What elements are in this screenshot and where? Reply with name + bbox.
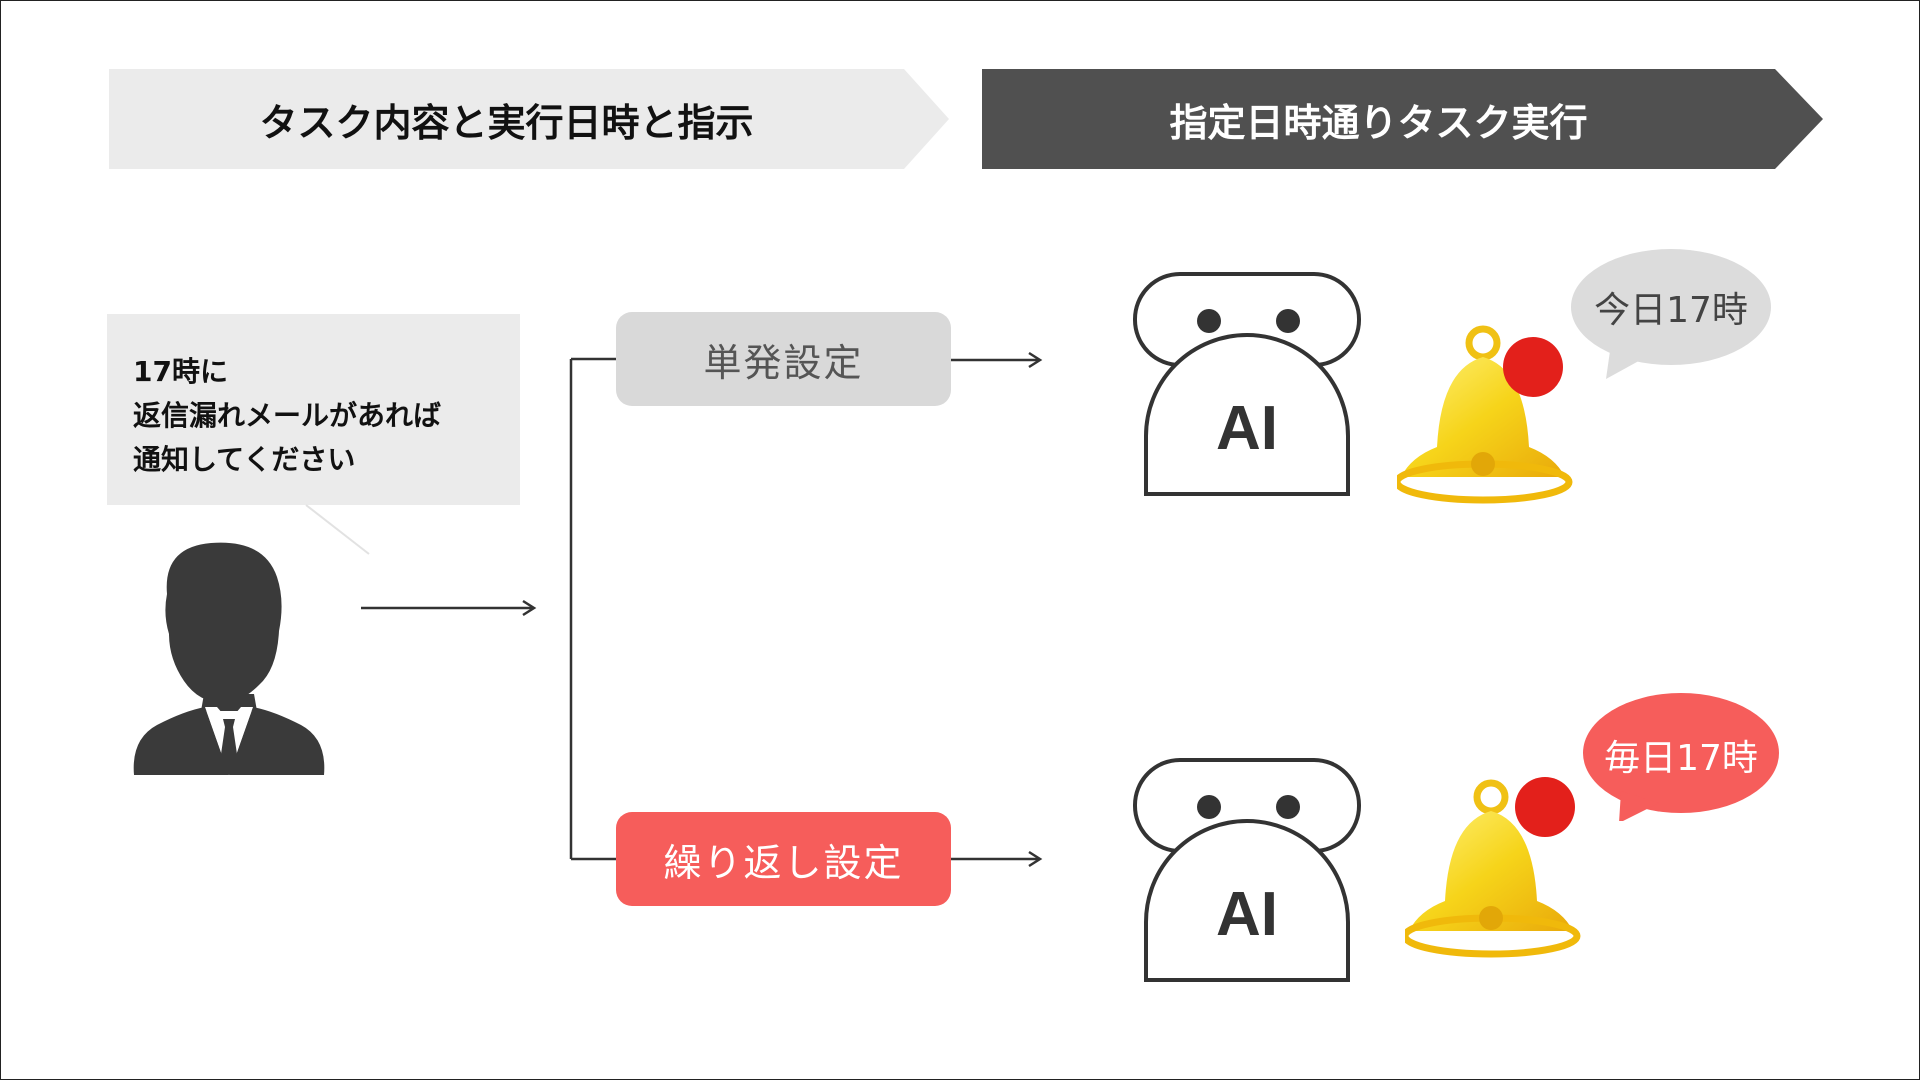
request-line-2: 返信漏れメールがあれば xyxy=(133,399,442,432)
request-bubble: 17時に 返信漏れメールがあれば 通知してください xyxy=(107,314,520,505)
step-1-banner: タスク内容と実行日時と指示 xyxy=(109,69,949,169)
single-setting-label: 単発設定 xyxy=(703,340,864,385)
robot-single: AI xyxy=(1129,271,1365,501)
notification-dot-icon xyxy=(1515,777,1575,837)
single-arrow-icon xyxy=(951,351,1043,369)
robot-icon xyxy=(1133,272,1361,496)
bell-icon xyxy=(1397,325,1573,504)
repeat-setting-pill: 繰り返し設定 xyxy=(616,812,951,906)
repeat-arrow-icon xyxy=(951,850,1043,868)
bubble-tail xyxy=(305,504,370,555)
step-2-banner: 指定日時通りタスク実行 xyxy=(982,69,1823,169)
notification-dot-icon xyxy=(1503,337,1563,397)
step-1-label: タスク内容と実行日時と指示 xyxy=(259,100,754,145)
today-schedule-label: 今日17時 xyxy=(1594,290,1748,331)
bell-icon xyxy=(1405,777,1581,958)
robot-icon xyxy=(1133,758,1361,982)
user-arrow-icon xyxy=(361,599,537,617)
repeat-setting-label: 繰り返し設定 xyxy=(663,840,904,885)
person-icon xyxy=(133,542,325,775)
request-line-1: 17時に xyxy=(133,355,228,388)
daily-speech-bubble: 毎日17時 xyxy=(1581,691,1781,821)
today-speech-bubble: 今日17時 xyxy=(1571,249,1771,379)
robot-ai-label: AI xyxy=(1216,880,1278,949)
branch-lines xyxy=(569,357,616,861)
daily-schedule-label: 毎日17時 xyxy=(1604,738,1758,779)
step-2-label: 指定日時通りタスク実行 xyxy=(1169,100,1588,145)
single-setting-pill: 単発設定 xyxy=(616,312,951,406)
robot-ai-label: AI xyxy=(1216,394,1278,463)
request-line-3: 通知してください xyxy=(133,443,356,476)
robot-repeat: AI xyxy=(1129,757,1365,987)
